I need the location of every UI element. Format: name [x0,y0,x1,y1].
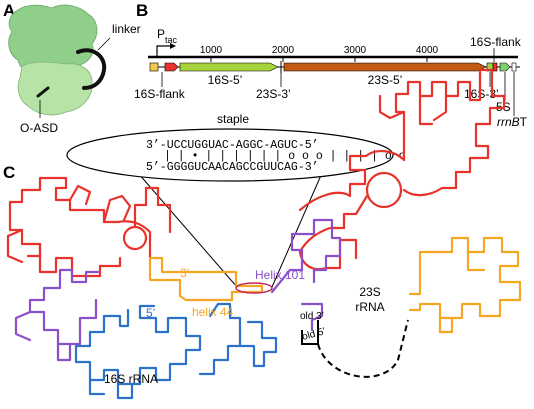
panel-c-letter: C [3,163,15,182]
oasd-label: O-ASD [20,121,58,135]
staple-seq-top: 3’-UCCUGGUAC-AGGC-AGUC-5’ [146,139,319,152]
flank-16s-block [149,62,159,72]
promoter-label: Ptac [157,27,178,45]
zoom-line-left [137,172,238,288]
label-16s-rrna: 16S rRNA [104,372,158,386]
old-ends-connector [301,320,319,345]
promoter-p: P [157,27,165,41]
linker-tether [76,48,107,90]
label-helix101: Helix 101 [255,268,305,282]
staple-seq-bottom: 5’-GGGGUCAACAGCCGUUCAG-3’ [146,161,319,174]
linker-pointer [97,37,111,51]
promoter-arrowhead [170,43,176,49]
rna-orange [148,236,522,334]
label-23s: 23S [359,285,380,299]
gene-16s-5 [179,62,279,72]
label-23s-5: 23S-5’ [368,73,403,87]
panel-c: C staple 3’-UCCUGGUAC-AGGC-AGUC-5’ 5’-GG… [3,68,522,400]
panel-b-letter: B [136,1,148,20]
panel-b: B Ptac 1000 2000 3000 4000 16S-5’ 23S-5’… [134,1,528,129]
rrnb-t: T [520,115,528,129]
staple-pairing: | | • | | | | | | o o o | | | | o o [164,150,406,163]
rna-16s-blue [74,302,278,400]
panel-a: A linker O-ASD [3,1,141,135]
gene-23s-5 [283,62,487,72]
label-16s-3: 16S-3’ [464,87,499,101]
scale-tick-label: 4000 [416,45,439,56]
small-subunit-shape [17,61,93,116]
gene-5s [499,62,511,72]
label-old3: old 3’ [300,311,324,322]
label-16s-flank-left: 16S-flank [134,87,186,101]
label-3prime: 3’ [180,266,189,280]
linker-dashed-loop [317,319,409,378]
promoter-subscript: tac [165,35,178,45]
rrnb-italic: rrnB [497,115,520,129]
staple-site-highlight [235,282,273,294]
label-old5: old 5’ [301,326,327,343]
label-23s-rrna: rRNA [355,300,384,314]
rna-purple [14,218,342,362]
staple-title: staple [217,112,249,126]
oasd-mark [36,86,50,98]
label-23s-3: 23S-3’ [256,87,291,101]
label-16s-5: 16S-5’ [208,73,243,87]
label-16s-flank-right: 16S-flank [470,35,522,49]
scale-tick-label: 3000 [344,45,367,56]
scale-tick-label: 1000 [200,45,223,56]
red-flank-block [492,62,498,72]
terminator-block [511,62,517,72]
label-5prime: 5’ [146,306,155,320]
label-rrnbt: rrnBT [497,115,528,129]
staple-bubble [66,128,394,182]
zoom-line-right [271,172,323,288]
promoter-arrow [156,45,170,57]
scale-tick-label: 2000 [272,45,295,56]
linker-label: linker [112,22,141,36]
red-flank-arrow [164,62,179,72]
label-helix44: helix 44 [192,305,234,319]
